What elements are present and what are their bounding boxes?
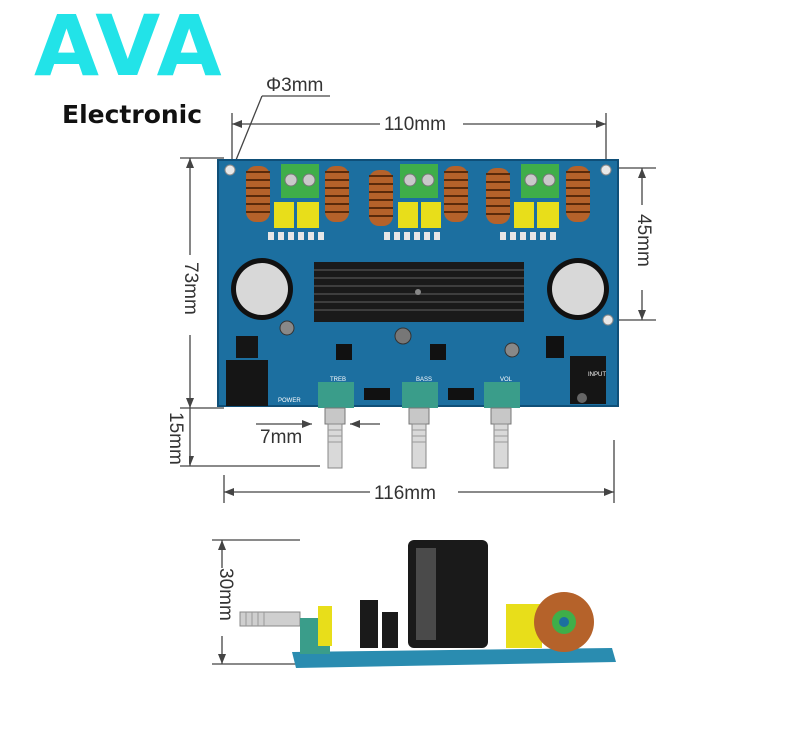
dim-height: 73mm bbox=[177, 262, 204, 315]
potentiometer-treb bbox=[318, 382, 354, 469]
potentiometer-bass bbox=[402, 382, 438, 469]
potentiometer-vol bbox=[484, 382, 520, 469]
mounting-hole bbox=[224, 164, 236, 176]
dim-total-width: 116mm bbox=[370, 484, 440, 503]
pot-shaft-side bbox=[239, 611, 301, 627]
side-view bbox=[239, 540, 616, 668]
dim-knob-height: 15mm bbox=[162, 412, 189, 465]
input-label: INPUT bbox=[588, 372, 606, 378]
knob-label-vol: VOL bbox=[500, 377, 513, 383]
dim-knob-width: 7mm bbox=[256, 428, 307, 447]
dim-hole-spacing: 110mm bbox=[380, 115, 450, 134]
audio-input-jack bbox=[570, 356, 606, 404]
mounting-hole bbox=[600, 164, 612, 176]
power-jack bbox=[226, 360, 268, 406]
dimension-lines bbox=[180, 95, 656, 665]
dim-cap-span: 45mm bbox=[630, 214, 657, 267]
output-channels bbox=[246, 164, 590, 228]
smd-components bbox=[268, 232, 556, 240]
power-label: POWER bbox=[278, 398, 301, 404]
brand-subtitle: Electronic bbox=[62, 100, 203, 129]
knob-label-bass: BASS bbox=[416, 377, 432, 383]
pcb-side bbox=[292, 648, 616, 668]
knob-label-treb: TREB bbox=[330, 377, 346, 383]
mounting-hole bbox=[602, 314, 614, 326]
dim-hole-diameter: Φ3mm bbox=[262, 76, 328, 95]
ic-chips bbox=[336, 336, 564, 400]
brand-logo: AVA bbox=[34, 0, 224, 95]
dim-side-height: 30mm bbox=[212, 568, 239, 621]
